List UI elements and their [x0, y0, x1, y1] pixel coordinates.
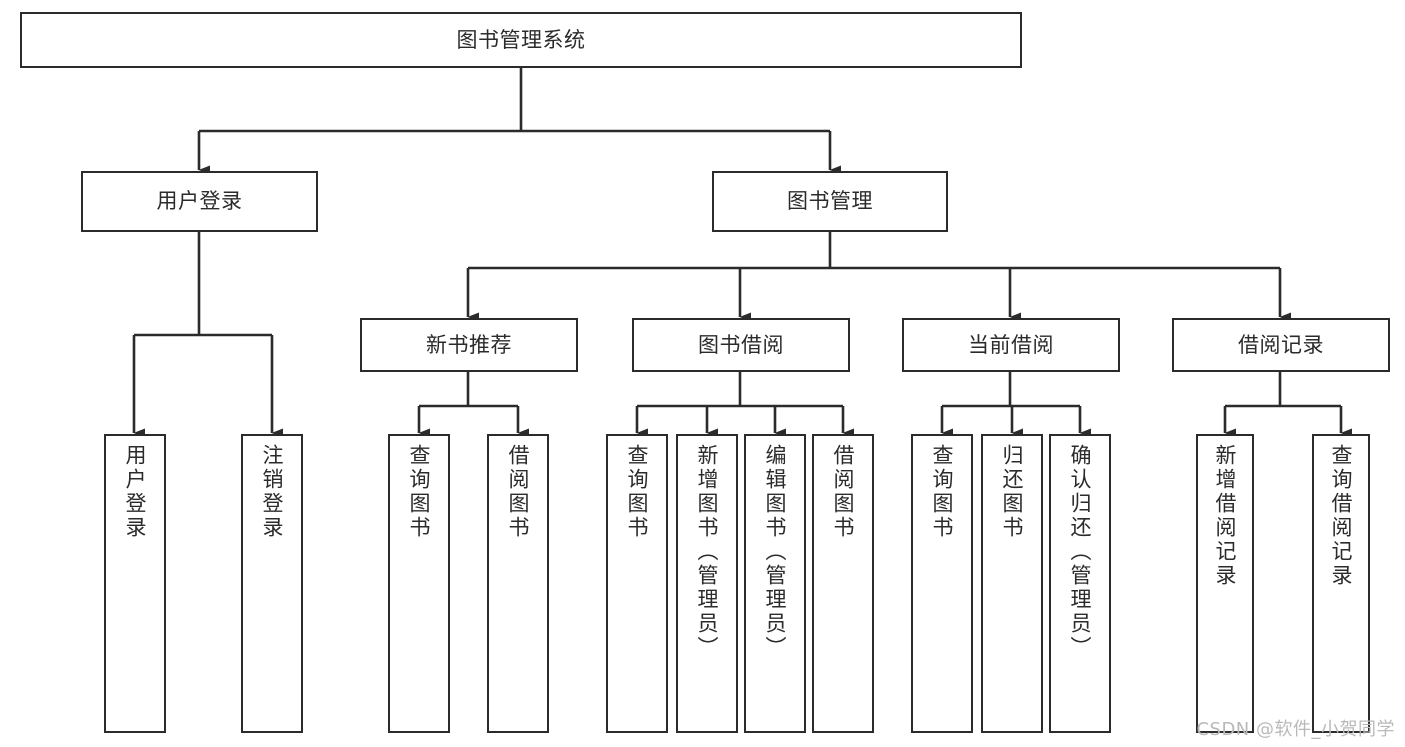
node-leaf-confirm-return[interactable]: 确认归还（管理员） — [1049, 434, 1111, 733]
node-root-label: 图书管理系统 — [456, 27, 586, 52]
node-leaf-logout[interactable]: 注销登录 — [241, 434, 303, 733]
node-leaf-return-book-label: 归还图书 — [1000, 444, 1025, 540]
node-user-login-label: 用户登录 — [156, 189, 243, 214]
node-leaf-borrow-book-label: 借阅图书 — [831, 444, 856, 540]
node-book-borrow-label: 图书借阅 — [698, 332, 784, 357]
node-leaf-add-record-label: 新增借阅记录 — [1213, 444, 1238, 588]
node-leaf-borrow-book[interactable]: 借阅图书 — [812, 434, 874, 733]
node-leaf-query-record-label: 查询借阅记录 — [1329, 444, 1354, 588]
node-leaf-borrow-book-rec-label: 借阅图书 — [506, 444, 531, 540]
node-new-book-recommend[interactable]: 新书推荐 — [360, 318, 578, 372]
node-leaf-edit-book[interactable]: 编辑图书（管理员） — [744, 434, 806, 733]
node-leaf-add-book[interactable]: 新增图书（管理员） — [676, 434, 738, 733]
node-borrow-record-label: 借阅记录 — [1238, 332, 1324, 357]
node-borrow-record[interactable]: 借阅记录 — [1172, 318, 1390, 372]
node-leaf-borrow-book-rec[interactable]: 借阅图书 — [487, 434, 549, 733]
node-leaf-add-book-label: 新增图书（管理员） — [695, 444, 720, 660]
node-leaf-add-record[interactable]: 新增借阅记录 — [1196, 434, 1254, 733]
node-leaf-logout-label: 注销登录 — [260, 444, 285, 540]
node-leaf-query-book-label: 查询图书 — [625, 444, 650, 540]
node-book-manage[interactable]: 图书管理 — [712, 171, 948, 232]
node-book-borrow[interactable]: 图书借阅 — [632, 318, 850, 372]
node-leaf-query-book[interactable]: 查询图书 — [606, 434, 668, 733]
node-new-book-recommend-label: 新书推荐 — [426, 332, 512, 357]
node-leaf-query-book-rec-label: 查询图书 — [407, 444, 432, 540]
node-root[interactable]: 图书管理系统 — [20, 12, 1022, 68]
node-leaf-edit-book-label: 编辑图书（管理员） — [763, 444, 788, 660]
node-leaf-confirm-return-label: 确认归还（管理员） — [1068, 444, 1093, 660]
node-leaf-query-book-cur-label: 查询图书 — [930, 444, 955, 540]
node-leaf-user-login-label: 用户登录 — [123, 444, 148, 540]
node-leaf-query-book-rec[interactable]: 查询图书 — [388, 434, 450, 733]
node-current-borrow[interactable]: 当前借阅 — [902, 318, 1120, 372]
node-book-manage-label: 图书管理 — [787, 189, 873, 214]
node-leaf-query-book-cur[interactable]: 查询图书 — [911, 434, 973, 733]
node-leaf-return-book[interactable]: 归还图书 — [981, 434, 1043, 733]
node-leaf-query-record[interactable]: 查询借阅记录 — [1312, 434, 1370, 733]
node-leaf-user-login[interactable]: 用户登录 — [104, 434, 166, 733]
node-current-borrow-label: 当前借阅 — [968, 332, 1054, 357]
node-user-login[interactable]: 用户登录 — [81, 171, 318, 232]
